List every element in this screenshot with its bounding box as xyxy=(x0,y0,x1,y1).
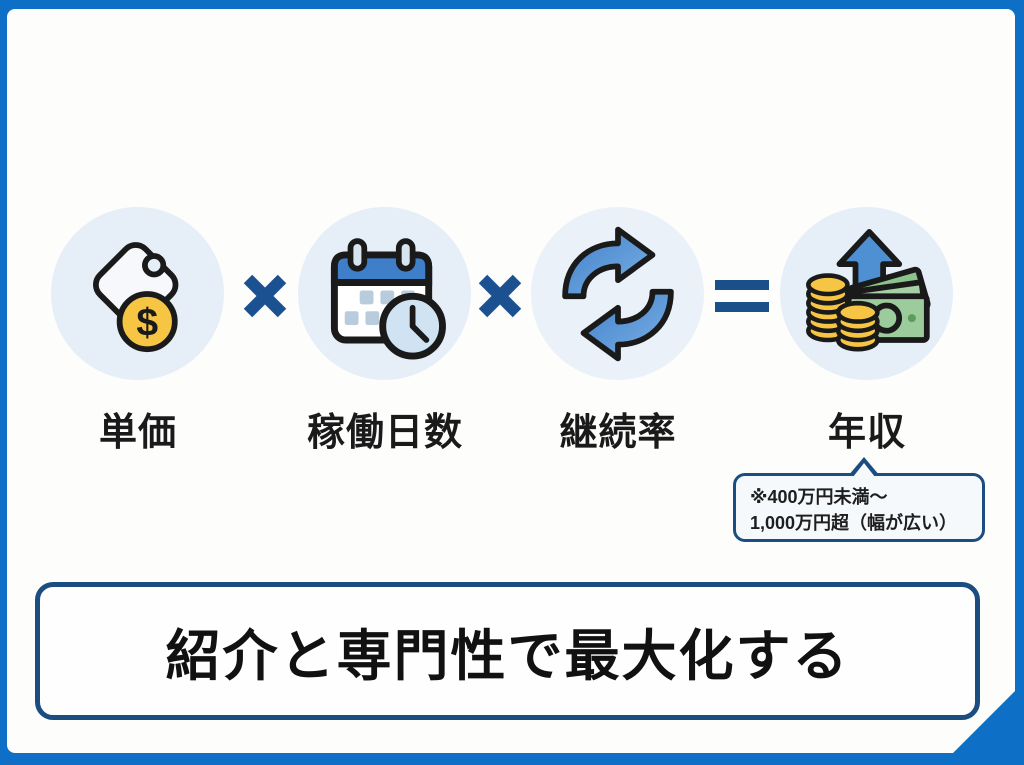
refresh-cycle-icon xyxy=(549,225,687,363)
multiply-icon xyxy=(239,270,291,322)
key-message-title: 紹介と専門性で最大化する xyxy=(165,625,850,687)
retention-rate-icon-circle xyxy=(531,207,704,380)
key-message-box: 紹介と専門性で最大化する xyxy=(35,582,980,720)
money-growth-icon xyxy=(798,225,936,363)
unit-price-label: 単価 xyxy=(98,412,178,454)
working-days-icon-circle xyxy=(298,207,471,380)
unit-price-icon-circle: $ xyxy=(51,207,224,380)
svg-text:$: $ xyxy=(136,301,158,344)
slide-card: $ xyxy=(7,9,1015,753)
annual-income-label: 年収 xyxy=(827,412,907,454)
income-range-line2: 1,000万円超（幅が広い） xyxy=(750,513,958,534)
income-range-callout: ※400万円未満〜 1,000万円超（幅が広い） xyxy=(733,473,985,542)
annual-income-icon-circle xyxy=(780,207,953,380)
retention-rate-label: 継続率 xyxy=(559,412,677,454)
calendar-clock-icon xyxy=(316,225,454,363)
price-tag-icon: $ xyxy=(69,225,207,363)
income-range-line1: ※400万円未満〜 xyxy=(750,487,888,507)
equals-icon xyxy=(714,280,770,312)
multiply-icon xyxy=(474,270,526,322)
working-days-label: 稼働日数 xyxy=(306,412,464,454)
